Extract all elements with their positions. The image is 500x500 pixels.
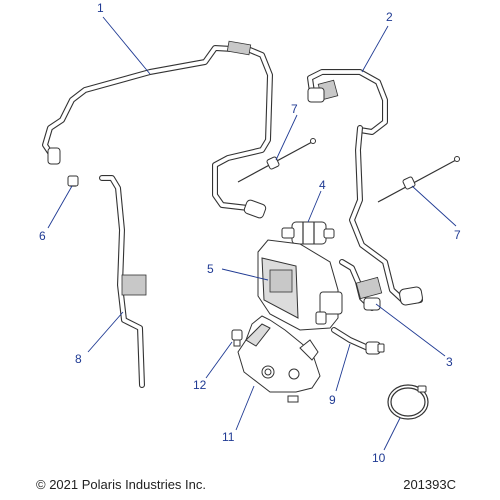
bolt-part-12 xyxy=(231,329,243,347)
callout-9: 9 xyxy=(329,393,336,407)
fitting-part-6 xyxy=(67,175,79,187)
leader-10 xyxy=(383,417,401,451)
tie-strap-part-7-right xyxy=(377,156,460,203)
tie-strap-part-7-left xyxy=(237,138,316,183)
callout-8: 8 xyxy=(75,352,82,366)
leader-7-left xyxy=(275,114,298,161)
leader-7-right xyxy=(411,185,457,227)
hose-part-3 xyxy=(339,259,383,311)
clamp-part-10 xyxy=(387,384,429,420)
hose-part-9 xyxy=(331,327,385,355)
bracket-part-11 xyxy=(237,315,321,403)
leader-4 xyxy=(307,190,322,223)
leader-3 xyxy=(375,303,446,357)
leader-2 xyxy=(361,25,389,73)
copyright-text: © 2021 Polaris Industries Inc. xyxy=(36,477,206,492)
leader-lines xyxy=(47,16,457,451)
canister-part-5 xyxy=(257,239,343,331)
callout-7-right: 7 xyxy=(454,228,461,242)
callout-11: 11 xyxy=(222,430,235,444)
leader-6 xyxy=(47,185,73,229)
leader-9 xyxy=(335,343,351,392)
leader-8 xyxy=(87,311,124,353)
leader-1 xyxy=(102,16,151,75)
callout-3: 3 xyxy=(446,355,453,369)
vent-hose-part-8 xyxy=(99,175,147,388)
filter-part-4 xyxy=(281,221,335,245)
callout-6: 6 xyxy=(39,229,46,243)
callout-12: 12 xyxy=(193,378,207,392)
callout-7-left: 7 xyxy=(291,102,298,116)
leader-11 xyxy=(235,385,255,431)
vent-hose-part-2 xyxy=(307,69,423,306)
diagram-reference-code: 201393C xyxy=(403,477,456,492)
callout-5: 5 xyxy=(207,262,214,276)
callout-4: 4 xyxy=(319,178,326,192)
callout-1: 1 xyxy=(97,1,104,15)
callout-10: 10 xyxy=(372,451,386,465)
leader-5 xyxy=(221,268,269,281)
vent-hose-part-1 xyxy=(42,40,273,219)
leader-12 xyxy=(205,341,233,379)
callout-2: 2 xyxy=(386,10,393,24)
callout-numbers: 1 2 4 5 6 7 7 8 3 9 10 11 12 xyxy=(39,1,461,465)
